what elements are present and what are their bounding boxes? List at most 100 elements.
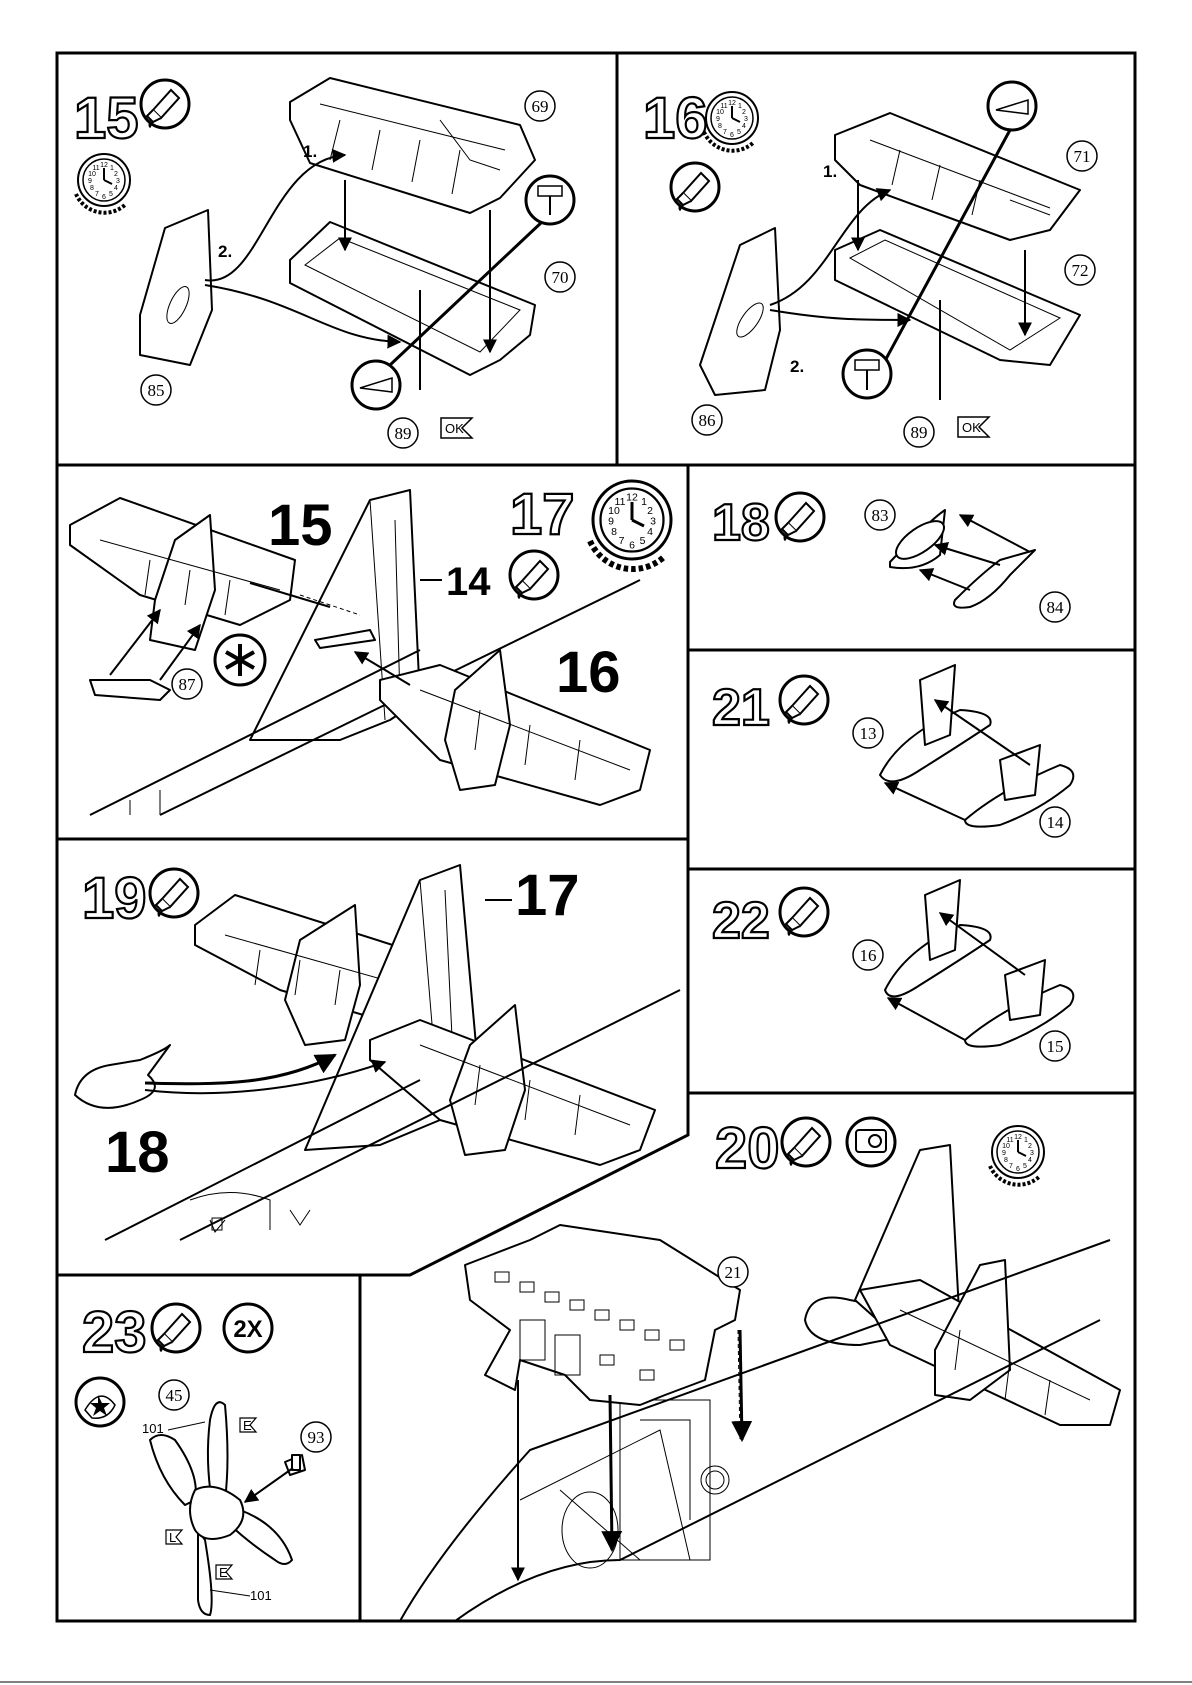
svg-text:101: 101 bbox=[250, 1588, 272, 1603]
callout-87: 87 bbox=[172, 669, 202, 699]
drill-hole-icon bbox=[526, 176, 574, 224]
svg-text:72: 72 bbox=[1072, 261, 1089, 280]
step-20-number: 20 bbox=[715, 1116, 780, 1181]
part-69 bbox=[290, 78, 535, 213]
paint-code-ok: OK bbox=[441, 418, 472, 438]
svg-text:85: 85 bbox=[148, 381, 165, 400]
step-17-number: 17 bbox=[510, 482, 575, 547]
step-23-panel: 23 2X 45 93 101 101 E L bbox=[76, 1300, 331, 1615]
step-16-number: 16 bbox=[643, 86, 708, 151]
step-19-number: 19 bbox=[82, 866, 147, 931]
tape-icon bbox=[847, 1118, 895, 1166]
callout-89b: 89 bbox=[904, 417, 934, 447]
paint-code-ok: OK bbox=[958, 417, 989, 437]
quantity-2x-icon: 2X bbox=[224, 1304, 272, 1352]
callout-85: 85 bbox=[141, 375, 171, 405]
callout-84: 84 bbox=[1040, 592, 1070, 622]
svg-text:1.: 1. bbox=[303, 142, 317, 161]
paint-code-l: L bbox=[166, 1530, 182, 1545]
callout-72: 72 bbox=[1065, 255, 1095, 285]
svg-text:OK: OK bbox=[445, 421, 464, 436]
callout-21: 21 bbox=[718, 1257, 748, 1287]
svg-text:OK: OK bbox=[962, 420, 981, 435]
callout-14: 14 bbox=[1040, 807, 1070, 837]
glue-tube-icon bbox=[510, 551, 558, 599]
step-16-panel: 16 1. 2. 71 72 86 89 OK bbox=[643, 82, 1097, 447]
glue-tube-icon bbox=[780, 888, 828, 936]
svg-text:2.: 2. bbox=[218, 242, 232, 261]
cut-off-icon bbox=[352, 361, 400, 409]
glue-tube-icon bbox=[671, 163, 719, 211]
drying-clock-icon bbox=[704, 92, 758, 151]
step-22-panel: 22 16 15 bbox=[712, 880, 1073, 1061]
drying-clock-icon bbox=[76, 154, 130, 213]
step-15-number: 15 bbox=[74, 86, 139, 151]
step-21-panel: 21 13 14 bbox=[712, 665, 1073, 837]
svg-text:93: 93 bbox=[308, 1428, 325, 1447]
svg-text:45: 45 bbox=[166, 1386, 183, 1405]
step-18-panel: 18 83 84 bbox=[712, 493, 1070, 622]
svg-text:83: 83 bbox=[872, 506, 889, 525]
svg-text:21: 21 bbox=[725, 1263, 742, 1282]
label-18: 18 bbox=[105, 1120, 170, 1185]
svg-text:2X: 2X bbox=[233, 1316, 262, 1343]
glue-tube-icon bbox=[776, 493, 824, 541]
part-71 bbox=[835, 113, 1080, 240]
glue-tube-icon bbox=[152, 1304, 200, 1352]
callout-69: 69 bbox=[525, 91, 555, 121]
svg-text:1.: 1. bbox=[823, 162, 837, 181]
step-21-number: 21 bbox=[712, 679, 770, 737]
svg-text:16: 16 bbox=[860, 946, 877, 965]
callout-45: 45 bbox=[159, 1380, 189, 1410]
step-20-panel: 20 21 bbox=[400, 1116, 1120, 1621]
label-17: 17 bbox=[515, 863, 580, 928]
label-14: 14 bbox=[446, 560, 491, 604]
propeller-45 bbox=[150, 1402, 292, 1615]
drill-hole-icon bbox=[843, 350, 891, 398]
svg-text:13: 13 bbox=[860, 724, 877, 743]
glue-tube-icon bbox=[150, 869, 198, 917]
svg-text:70: 70 bbox=[552, 268, 569, 287]
callout-71: 71 bbox=[1067, 141, 1097, 171]
callout-86: 86 bbox=[692, 405, 722, 435]
svg-text:89: 89 bbox=[911, 423, 928, 442]
step-23-number: 23 bbox=[82, 1300, 147, 1365]
svg-text:L: L bbox=[169, 1530, 176, 1545]
label-15: 15 bbox=[268, 493, 333, 558]
part-21 bbox=[465, 1225, 740, 1405]
step-18-number: 18 bbox=[712, 494, 770, 552]
svg-text:86: 86 bbox=[699, 411, 716, 430]
no-glue-icon bbox=[215, 635, 265, 685]
glue-tube-icon bbox=[780, 676, 828, 724]
spinner-18 bbox=[75, 1045, 170, 1108]
part-70 bbox=[290, 222, 535, 375]
part-86 bbox=[700, 228, 780, 395]
cut-off-icon bbox=[988, 82, 1036, 130]
svg-text:71: 71 bbox=[1074, 147, 1091, 166]
callout-89: 89 bbox=[388, 418, 418, 448]
svg-text:2.: 2. bbox=[790, 357, 804, 376]
glue-tube-icon bbox=[141, 80, 189, 128]
svg-text:84: 84 bbox=[1047, 598, 1065, 617]
decal-icon bbox=[76, 1378, 124, 1426]
step-17-panel: 17 87 15 14 16 bbox=[70, 481, 671, 815]
part-85 bbox=[140, 210, 212, 365]
paint-code-e: E bbox=[240, 1418, 256, 1433]
label-16: 16 bbox=[556, 640, 621, 705]
glue-tube-icon bbox=[782, 1118, 830, 1166]
svg-text:15: 15 bbox=[1047, 1037, 1064, 1056]
callout-16: 16 bbox=[853, 940, 883, 970]
callout-70: 70 bbox=[545, 262, 575, 292]
svg-text:89: 89 bbox=[395, 424, 412, 443]
svg-text:87: 87 bbox=[179, 675, 197, 694]
part-84 bbox=[954, 550, 1035, 608]
callout-13: 13 bbox=[853, 718, 883, 748]
callout-93: 93 bbox=[301, 1422, 331, 1452]
part-72 bbox=[835, 230, 1080, 365]
step-15-panel: 15 1. 2. 69 70 85 bbox=[74, 78, 575, 448]
callout-15: 15 bbox=[1040, 1031, 1070, 1061]
drying-clock-icon bbox=[990, 1126, 1044, 1185]
svg-text:14: 14 bbox=[1047, 813, 1065, 832]
svg-text:E: E bbox=[219, 1565, 228, 1580]
